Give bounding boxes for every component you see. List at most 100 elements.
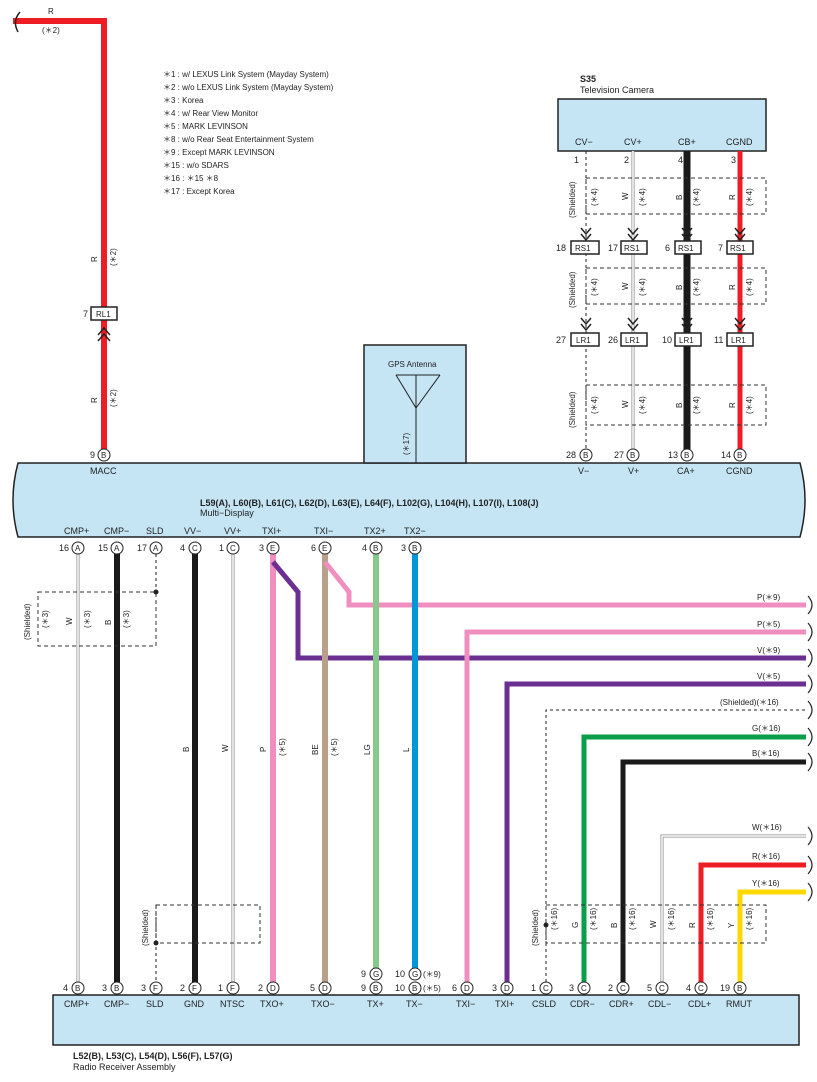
camera-pin-number: 2: [624, 155, 629, 165]
svg-text:(＊4): (＊4): [745, 278, 754, 296]
svg-text:(＊5): (＊5): [278, 738, 287, 756]
svg-text:1: 1: [531, 983, 536, 993]
camera-shield-box-1: [585, 177, 767, 215]
svg-text:V−: V−: [578, 466, 589, 476]
svg-text:W: W: [621, 400, 630, 408]
svg-text:(＊2): (＊2): [109, 389, 118, 407]
svg-text:(＊16): (＊16): [667, 907, 676, 930]
svg-text:CDL−: CDL−: [648, 999, 671, 1009]
svg-text:(Shielded): (Shielded): [141, 909, 150, 946]
svg-text:R(＊16): R(＊16): [752, 852, 780, 861]
radio-pins: B B F F F D D B B D D C C C C C B 4 3 3 …: [63, 981, 752, 1009]
svg-text:1: 1: [219, 543, 224, 553]
svg-text:LG: LG: [363, 744, 372, 755]
rl1-connector: [90, 306, 118, 321]
camera-wire-labels-row3: (Shielded) (＊4) W (＊4) B (＊4) R (＊4): [568, 391, 754, 428]
svg-text:13: 13: [668, 450, 678, 460]
svg-text:A: A: [114, 544, 120, 553]
svg-text:R: R: [90, 397, 99, 403]
svg-text:(＊3): (＊3): [83, 610, 92, 628]
svg-text:RL1: RL1: [96, 310, 111, 319]
svg-text:4: 4: [63, 983, 68, 993]
camera-pin-name: CGND: [726, 137, 753, 147]
svg-text:P(＊5): P(＊5): [757, 620, 780, 629]
lr1-connector-row: LR1 LR1 LR1 LR1 27 26 10 11: [556, 332, 754, 347]
camera-pin-number: 1: [574, 155, 579, 165]
svg-text:B: B: [182, 747, 191, 752]
cdl-plus-wire: [698, 862, 806, 988]
md-top-pins: B B B B B 9 28 27 13 14 MACC V− V+ CA+ C…: [90, 448, 753, 476]
svg-text:B: B: [114, 984, 119, 993]
svg-text:A: A: [75, 544, 81, 553]
svg-text:W: W: [649, 920, 658, 928]
radio-extra-pins: G G 9 10 (＊9) (＊5): [361, 967, 441, 993]
svg-text:9: 9: [90, 450, 95, 460]
svg-text:B: B: [737, 451, 742, 460]
svg-text:2: 2: [258, 983, 263, 993]
svg-text:17: 17: [608, 243, 618, 253]
svg-text:C: C: [230, 544, 236, 553]
svg-text:G(＊16): G(＊16): [752, 724, 781, 733]
svg-text:26: 26: [608, 335, 618, 345]
camera-pin-name: CV+: [624, 137, 642, 147]
svg-text:Y: Y: [727, 922, 736, 928]
svg-text:B: B: [101, 451, 106, 460]
svg-text:LR1: LR1: [625, 336, 640, 345]
radio-codes: L52(B), L53(C), L54(D), L56(F), L57(G): [73, 1051, 233, 1061]
svg-text:D: D: [322, 984, 328, 993]
svg-text:RS1: RS1: [624, 244, 640, 253]
svg-text:5: 5: [310, 983, 315, 993]
svg-text:7: 7: [718, 243, 723, 253]
camera-shield-box-3: [585, 384, 767, 426]
svg-text:18: 18: [556, 243, 566, 253]
svg-text:(＊5): (＊5): [330, 738, 339, 756]
svg-text:C: C: [620, 984, 626, 993]
svg-text:TXI−: TXI−: [456, 999, 475, 1009]
svg-text:W(＊16): W(＊16): [752, 823, 782, 832]
svg-text:C: C: [698, 984, 704, 993]
svg-text:RS1: RS1: [678, 244, 694, 253]
svg-text:(＊16): (＊16): [550, 907, 559, 930]
svg-text:B: B: [684, 451, 689, 460]
svg-text:＊5 : MARK LEVINSON: ＊5 : MARK LEVINSON: [163, 122, 248, 131]
svg-text:E: E: [270, 544, 275, 553]
radio-receiver-box: [52, 994, 800, 1046]
svg-text:CSLD: CSLD: [532, 999, 557, 1009]
svg-text:B: B: [104, 620, 113, 625]
antenna-icon: [395, 374, 441, 463]
svg-text:10: 10: [662, 335, 672, 345]
svg-text:(＊4): (＊4): [692, 396, 701, 414]
svg-text:27: 27: [614, 450, 624, 460]
svg-text:＊3 : Korea: ＊3 : Korea: [163, 96, 204, 105]
svg-text:(＊4): (＊4): [745, 396, 754, 414]
svg-text:W: W: [621, 282, 630, 290]
txi-minus-p5-wire: [464, 629, 806, 988]
svg-text:27: 27: [556, 335, 566, 345]
svg-text:(＊4): (＊4): [638, 396, 647, 414]
svg-text:TXO−: TXO−: [311, 999, 335, 1009]
svg-text:1: 1: [218, 983, 223, 993]
svg-text:(＊9): (＊9): [423, 970, 441, 979]
svg-text:B: B: [675, 285, 684, 290]
svg-text:B(＊16): B(＊16): [752, 749, 780, 758]
txi-plus-v9-wire: [271, 560, 806, 661]
rmut-wire: [737, 889, 806, 988]
svg-text:19: 19: [720, 983, 730, 993]
svg-text:6: 6: [665, 243, 670, 253]
svg-text:P(＊9): P(＊9): [757, 593, 780, 602]
svg-text:B: B: [412, 544, 417, 553]
svg-text:2: 2: [608, 983, 613, 993]
svg-text:10: 10: [395, 969, 405, 979]
svg-text:＊1 : w/ LEXUS Link System (May: ＊1 : w/ LEXUS Link System (Mayday System…: [163, 70, 329, 79]
svg-text:LR1: LR1: [679, 336, 694, 345]
svg-text:＊15 : w/o SDARS: ＊15 : w/o SDARS: [163, 161, 229, 170]
svg-text:F: F: [153, 984, 158, 993]
camera-wire-labels-row1: (Shielded) (＊4) W (＊4) B (＊4) R (＊4): [568, 181, 754, 218]
rs1-connector-row: RS1 RS1 RS1 RS1 18 17 6 7: [556, 240, 754, 255]
svg-text:＊8 : w/o Rear Seat Entertainme: ＊8 : w/o Rear Seat Entertainment System: [163, 135, 314, 144]
svg-text:TX−: TX−: [406, 999, 423, 1009]
svg-text:VV−: VV−: [184, 526, 201, 536]
svg-text:(Shielded): (Shielded): [568, 391, 577, 428]
svg-text:G: G: [571, 922, 580, 928]
